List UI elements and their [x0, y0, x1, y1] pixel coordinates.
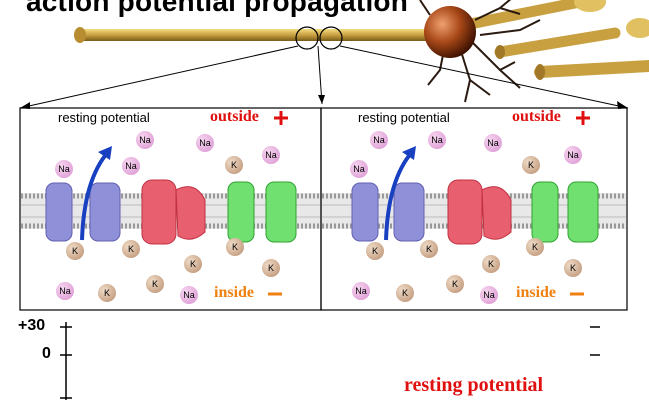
- na-k-pump-left: [45, 182, 121, 242]
- panel-right-label: resting potential: [358, 110, 450, 125]
- k-ion: K: [226, 238, 244, 256]
- na-channel-right: [447, 179, 512, 245]
- na-ion: Na: [480, 286, 498, 304]
- tick-label-plus30: +30: [18, 317, 46, 334]
- na-ion: Na: [56, 282, 74, 300]
- na-ion: Na: [350, 160, 368, 178]
- outside-label-right: outside: [512, 108, 561, 125]
- na-ion: Na: [262, 146, 280, 164]
- k-ion: K: [366, 242, 384, 260]
- outside-plus-left: [274, 111, 288, 125]
- k-ion: K: [184, 255, 202, 273]
- callout-arrows: [19, 45, 629, 109]
- k-channel-right: [531, 181, 599, 243]
- k-ion: K: [98, 284, 116, 302]
- graph-caption: resting potential: [404, 374, 544, 396]
- na-ion: Na: [55, 160, 73, 178]
- k-ion: K: [420, 240, 438, 258]
- na-ion: Na: [370, 131, 388, 149]
- panel-left-label: resting potential: [58, 110, 150, 125]
- na-ion: Na: [136, 131, 154, 149]
- k-ion: K: [146, 275, 164, 293]
- neighbor-axons: [464, 0, 649, 80]
- k-channel-left: [227, 181, 297, 243]
- k-ion: K: [482, 255, 500, 273]
- na-ion: Na: [428, 131, 446, 149]
- tick-label-zero: 0: [42, 345, 51, 362]
- na-ion: Na: [484, 134, 502, 152]
- dendrites: [419, 0, 541, 103]
- k-ion: K: [522, 156, 540, 174]
- outside-label-left: outside: [210, 108, 259, 125]
- pump-arrow-left: [80, 146, 112, 241]
- k-ion: K: [262, 259, 280, 277]
- page-title: action potential propagation: [26, 0, 409, 17]
- inside-label-right: inside: [516, 284, 557, 301]
- k-ion: K: [446, 275, 464, 293]
- pump-arrow-right: [384, 146, 416, 241]
- callout-arrowheads: [20, 95, 628, 109]
- potential-graph-axes: [60, 322, 600, 400]
- na-ion: Na: [180, 286, 198, 304]
- na-ion: Na: [122, 157, 140, 175]
- na-ion: Na: [564, 146, 582, 164]
- neuron-soma: [424, 6, 476, 58]
- inside-label-left: inside: [214, 284, 255, 301]
- k-ion: K: [66, 242, 84, 260]
- k-ion: K: [564, 259, 582, 277]
- outside-plus-right: [576, 111, 590, 125]
- k-ion: K: [396, 284, 414, 302]
- na-ion: Na: [196, 134, 214, 152]
- zoom-markers: [295, 26, 343, 50]
- k-ion: K: [225, 156, 243, 174]
- k-ion: K: [526, 238, 544, 256]
- axon: [74, 27, 438, 43]
- panel-right-frame: [320, 107, 628, 311]
- na-ion: Na: [352, 282, 370, 300]
- na-k-pump-right: [351, 182, 425, 242]
- na-channel-left: [141, 179, 206, 245]
- k-ion: K: [122, 240, 140, 258]
